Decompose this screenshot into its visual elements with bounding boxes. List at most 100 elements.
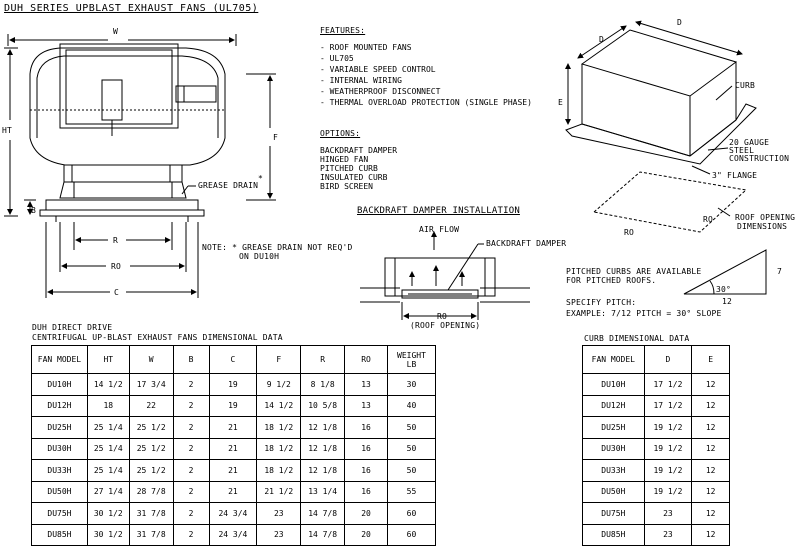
- table-cell: 30 1/2: [86, 523, 130, 546]
- table-cell: 50: [386, 437, 437, 460]
- header-fan-model: FAN MODEL: [31, 345, 88, 374]
- table-cell: 18 1/2: [256, 459, 302, 482]
- roof-opening-line-1: ROOF OPENING: [735, 213, 796, 222]
- note-line-2: ON DU10H: [239, 252, 280, 261]
- table-cell: DU12H: [582, 394, 645, 417]
- curb-label-e: E: [558, 98, 564, 107]
- gauge-line-2: STEEL: [729, 146, 755, 155]
- table-cell: DU50H: [31, 480, 88, 503]
- options-heading: OPTIONS:: [320, 129, 361, 138]
- table-cell: 25 1/4: [86, 459, 130, 482]
- air-flow-label: AIR FLOW: [419, 225, 460, 234]
- table-cell: 16: [344, 459, 388, 482]
- table-cell: 12: [691, 373, 730, 396]
- damper-roof-opening: (ROOF OPENING): [410, 321, 481, 330]
- header-ro: RO: [344, 345, 388, 374]
- feature-item: - ROOF MOUNTED FANS: [320, 43, 412, 52]
- table-cell: 12 1/8: [300, 459, 346, 482]
- table-cell: 25 1/2: [128, 437, 174, 460]
- pitch-rise: 7: [777, 267, 783, 276]
- table-cell: 21: [208, 437, 258, 460]
- table-cell: 19: [208, 394, 258, 417]
- table-cell: 28 7/8: [128, 480, 174, 503]
- table-cell: 25 1/2: [128, 459, 174, 482]
- table-cell: 22: [128, 394, 174, 417]
- table-cell: 21 1/2: [256, 480, 302, 503]
- table-cell: 31 7/8: [128, 502, 174, 525]
- table-cell: 8 1/8: [300, 373, 346, 396]
- table-cell: DU25H: [582, 416, 645, 439]
- table-cell: 12: [691, 459, 730, 482]
- table-cell: 16: [344, 416, 388, 439]
- table-cell: 17 1/2: [643, 373, 693, 396]
- table-cell: 40: [386, 394, 437, 417]
- table-cell: DU85H: [31, 523, 88, 546]
- table-cell: 2: [172, 523, 210, 546]
- curb-table-header-row: FAN MODEL D E: [582, 345, 730, 374]
- features-list: - ROOF MOUNTED FANS - UL705 - VARIABLE S…: [320, 42, 532, 108]
- note-line-1: NOTE: * GREASE DRAIN NOT REQ'D: [202, 243, 353, 252]
- label-w: W: [113, 27, 119, 36]
- pitch-line-4: EXAMPLE: 7/12 PITCH = 30° SLOPE: [566, 309, 722, 318]
- option-item: HINGED FAN: [320, 155, 369, 164]
- table-cell: 19 1/2: [643, 437, 693, 460]
- table-cell: 10 5/8: [300, 394, 346, 417]
- damper-heading: BACKDRAFT DAMPER INSTALLATION: [357, 206, 520, 216]
- table-cell: 16: [344, 480, 388, 503]
- label-r: R: [113, 236, 119, 245]
- table-cell: 25 1/2: [128, 416, 174, 439]
- table-cell: 12: [691, 394, 730, 417]
- table-cell: 16: [344, 437, 388, 460]
- table-cell: 60: [386, 502, 437, 525]
- table-cell: 20: [344, 502, 388, 525]
- table-cell: 19 1/2: [643, 459, 693, 482]
- table-cell: 27 1/4: [86, 480, 130, 503]
- table-cell: 55: [386, 480, 437, 503]
- gauge-line-1: 20 GAUGE: [729, 138, 770, 147]
- table-cell: 13 1/4: [300, 480, 346, 503]
- features-heading: FEATURES:: [320, 26, 366, 35]
- table-cell: 2: [172, 373, 210, 396]
- table-cell: DU25H: [31, 416, 88, 439]
- curb-ro-bottom: RO: [624, 228, 635, 237]
- option-item: BIRD SCREEN: [320, 182, 373, 191]
- table-cell: DU33H: [31, 459, 88, 482]
- damper-installation: [360, 231, 530, 320]
- feature-item: - WEATHERPROOF DISCONNECT: [320, 87, 441, 96]
- curb-table-caption: CURB DIMENSIONAL DATA: [584, 334, 690, 343]
- curb-header-e: E: [691, 345, 730, 374]
- header-b: B: [172, 345, 210, 374]
- curb-header-fan-model: FAN MODEL: [582, 345, 645, 374]
- table-cell: DU30H: [582, 437, 645, 460]
- table-cell: 18 1/2: [256, 416, 302, 439]
- curb-ro-right: RO: [703, 215, 714, 224]
- table-cell: 14 1/2: [86, 373, 130, 396]
- grease-drain-asterisk: *: [258, 174, 264, 183]
- table-cell: 13: [344, 373, 388, 396]
- table-cell: 18: [86, 394, 130, 417]
- table-cell: 12 1/8: [300, 437, 346, 460]
- table-cell: 60: [386, 523, 437, 546]
- fan-dimension-table: FAN MODEL HT W B C F R RO WEIGHT LB DU10…: [31, 345, 437, 546]
- table-cell: 24 3/4: [208, 523, 258, 546]
- option-item: BACKDRAFT DAMPER: [320, 146, 398, 155]
- feature-item: - VARIABLE SPEED CONTROL: [320, 65, 436, 74]
- table-cell: 12: [691, 437, 730, 460]
- table-cell: 23: [643, 502, 693, 525]
- table-cell: 50: [386, 416, 437, 439]
- pitch-line-1: PITCHED CURBS ARE AVAILABLE: [566, 267, 702, 276]
- option-item: PITCHED CURB: [320, 164, 378, 173]
